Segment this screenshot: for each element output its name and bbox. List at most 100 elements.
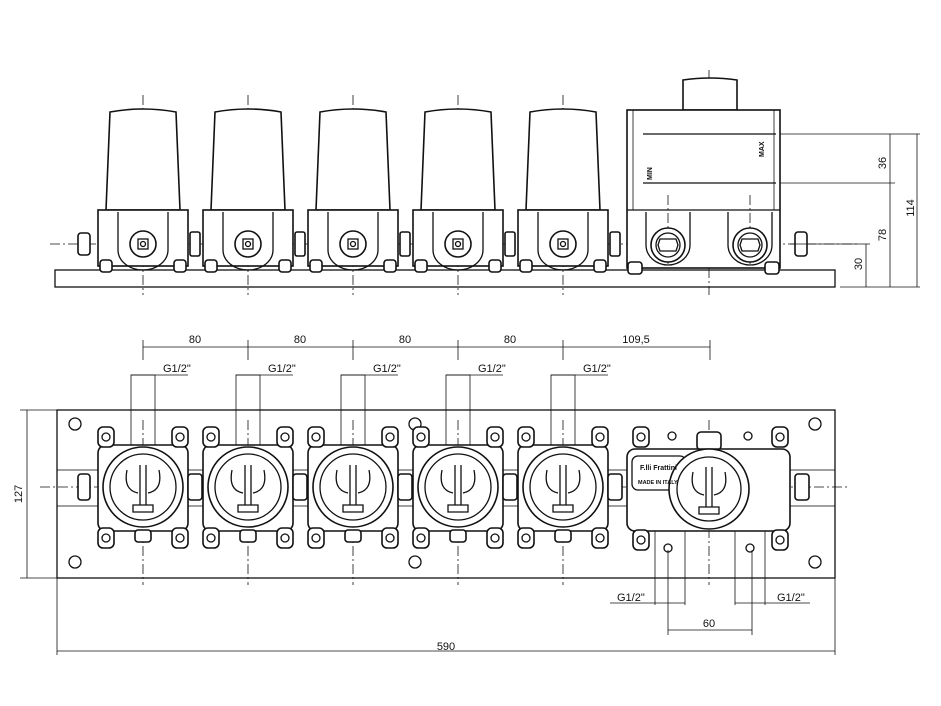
bolt-head (521, 533, 531, 543)
mixer-thread-right: G1/2" (777, 592, 805, 604)
small-hole (745, 543, 755, 553)
cartridge-ring (522, 446, 604, 528)
coupling-nut (607, 473, 623, 501)
cartridge-inner (319, 453, 387, 521)
top-view (40, 374, 850, 585)
port-hex (347, 238, 359, 250)
coupling-nut (609, 231, 621, 257)
port-center (244, 240, 252, 248)
clamp-bolt (771, 426, 789, 448)
mounting-hole (808, 555, 822, 569)
port-center (454, 240, 462, 248)
bolt-head (775, 535, 785, 545)
bolt-head (101, 432, 111, 442)
outlet-boss (432, 212, 484, 271)
foot (519, 259, 533, 273)
clamp-bolt (97, 426, 115, 448)
bottom-fitting (344, 529, 362, 543)
clamp-bolt (486, 426, 504, 448)
mixer-outlet-boss (727, 212, 773, 266)
cartridge-ring (417, 446, 499, 528)
outlet-boss (117, 212, 169, 271)
bolt-head (311, 432, 321, 442)
bottom-fitting (239, 529, 257, 543)
brand-logo-icon (335, 465, 371, 513)
foot (173, 259, 187, 273)
cartridge-inner (424, 453, 492, 521)
clamp-bolt (276, 426, 294, 448)
clamp-bolt (307, 527, 325, 549)
bolt-head (280, 432, 290, 442)
bolt-head (101, 533, 111, 543)
foot (627, 261, 643, 275)
end-nut-left (77, 232, 91, 256)
mixer-knob (682, 77, 738, 111)
cartridge-inner (529, 453, 597, 521)
bolt-head (175, 533, 185, 543)
mixer-outlet-boss (645, 212, 691, 266)
clamp-bolt (202, 527, 220, 549)
dim-overall-length: 590 (437, 641, 455, 653)
coupling-nut (187, 473, 203, 501)
dim-spacing-1: 80 (189, 334, 201, 346)
foot (593, 259, 607, 273)
coupling-nut (397, 473, 413, 501)
outlet-boss (327, 212, 379, 271)
max-label: MAX (759, 141, 766, 157)
base-plate (54, 269, 836, 288)
cartridge-inner (109, 453, 177, 521)
foot (383, 259, 397, 273)
dim-30: 30 (853, 258, 865, 270)
end-nut-right (794, 473, 810, 501)
dim-spacing-2: 80 (294, 334, 306, 346)
port (339, 230, 367, 258)
clamp-bolt (412, 426, 430, 448)
cartridge-ring (207, 446, 289, 528)
cartridge-cap (420, 108, 496, 211)
bolt-head (206, 432, 216, 442)
bolt-head (521, 432, 531, 442)
port-hex (739, 238, 761, 252)
dim-114: 114 (905, 199, 917, 217)
bolt-head (490, 533, 500, 543)
outlet-boss (222, 212, 274, 271)
dim-spacing-3: 80 (399, 334, 411, 346)
bolt-head (595, 533, 605, 543)
mixer-top-nut (696, 431, 722, 451)
brand-logo-icon (125, 465, 161, 513)
mixer-inner (676, 456, 742, 522)
bolt-head (206, 533, 216, 543)
clamp-bolt (171, 527, 189, 549)
cartridge-inner (214, 453, 282, 521)
mounting-hole (408, 555, 422, 569)
clamp-bolt (171, 426, 189, 448)
outlet-boss (537, 212, 589, 271)
mixer-thread-left: G1/2" (617, 592, 645, 604)
port-center (559, 240, 567, 248)
clamp-bolt (591, 426, 609, 448)
dim-overall-width: 127 (13, 485, 25, 503)
foot (414, 259, 428, 273)
clamp-bolt (591, 527, 609, 549)
cartridge-cap (210, 108, 286, 211)
bolt-head (636, 432, 646, 442)
bolt-head (311, 533, 321, 543)
thread-1: G1/2" (163, 363, 191, 375)
dimensions: 36 78 30 114 MAX MIN 80 80 80 80 109,5 G… (13, 133, 920, 655)
bottom-fitting (449, 529, 467, 543)
small-hole (667, 431, 677, 441)
clamp-bolt (632, 529, 650, 551)
port-center (349, 240, 357, 248)
port-hex (557, 238, 569, 250)
foot (278, 259, 292, 273)
brand-logo-icon (691, 467, 727, 515)
clamp-bolt (307, 426, 325, 448)
port (129, 230, 157, 258)
port (234, 230, 262, 258)
dim-mixer-spacing: 60 (703, 618, 715, 630)
port-hex (137, 238, 149, 250)
brand-logo-icon (230, 465, 266, 513)
mixer-port-inner (655, 232, 681, 258)
small-hole (743, 431, 753, 441)
